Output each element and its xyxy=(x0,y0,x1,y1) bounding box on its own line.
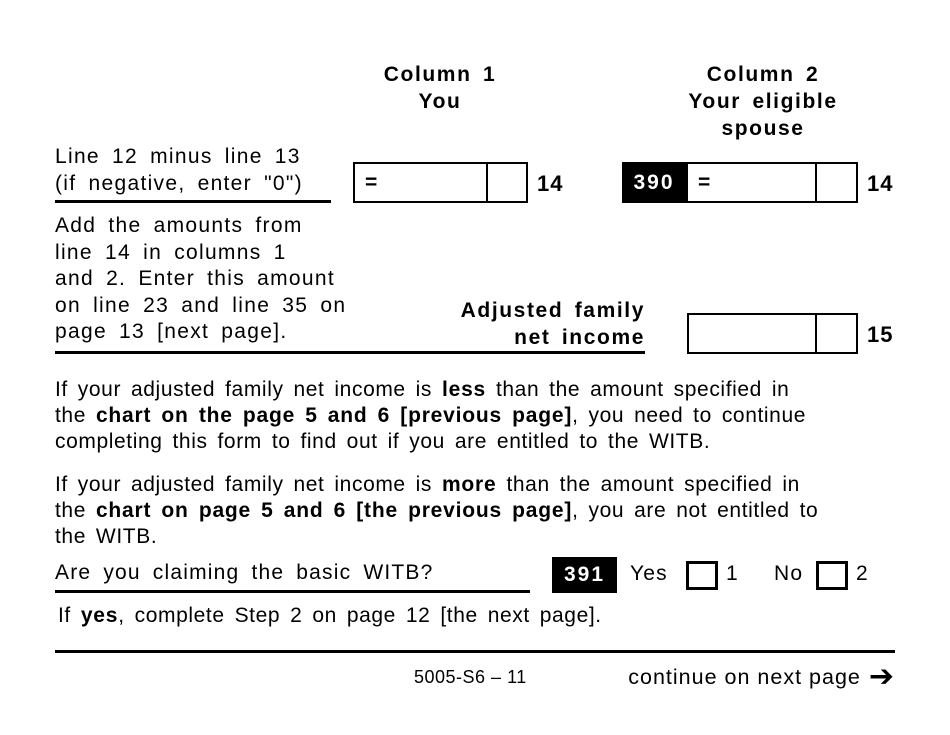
no-number: 2 xyxy=(856,562,869,585)
line15-underline xyxy=(55,351,645,354)
continue-on-next-page: continue on next page ➔ xyxy=(628,662,895,692)
no-label: No xyxy=(774,562,804,585)
line15-label-line1: Add the amounts from xyxy=(55,214,303,237)
line14-field-code: 390 xyxy=(633,170,675,194)
column2-subtitle-line2: spouse xyxy=(721,117,805,140)
paragraph-more-line1: If your adjusted family net income is mo… xyxy=(55,473,800,496)
adjusted-family-label-line2: net income xyxy=(514,326,645,349)
line14-col1-amount-field[interactable]: = xyxy=(353,162,528,203)
no-checkbox[interactable] xyxy=(816,561,848,590)
paragraph-less-line1: If your adjusted family net income is le… xyxy=(55,378,790,401)
paragraph-income-more: If your adjusted family net income is mo… xyxy=(55,472,818,550)
cents-divider xyxy=(815,315,817,352)
column2-subtitle-line1: Your eligible xyxy=(688,90,838,113)
line15-amount-field[interactable] xyxy=(687,313,858,354)
line15-label-line3: and 2. Enter this amount xyxy=(55,267,336,290)
footer-rule xyxy=(55,650,895,653)
line15-line-number: 15 xyxy=(867,322,894,347)
paragraph-more-line2: the chart on page 5 and 6 [the previous … xyxy=(55,499,819,522)
yes-number: 1 xyxy=(726,562,739,585)
cents-divider xyxy=(486,164,488,201)
paragraph-less-line2: the chart on the page 5 and 6 [previous … xyxy=(55,404,807,427)
line15-label-line4: on line 23 and line 35 on xyxy=(55,293,347,317)
line14-label-line1: Line 12 minus line 13 xyxy=(55,145,301,168)
equals-sign: = xyxy=(698,170,711,194)
line15-label-line5: page 13 [next page]. xyxy=(55,320,288,343)
line15-label: Add the amounts from line 14 in columns … xyxy=(55,213,346,346)
if-yes-instruction: If yes, complete Step 2 on page 12 [the … xyxy=(58,604,602,627)
column2-title: Column 2 xyxy=(706,63,820,86)
yes-label: Yes xyxy=(630,562,668,585)
claim-field-code: 391 xyxy=(563,563,606,586)
column1-title: Column 1 xyxy=(383,63,497,86)
line14-label: Line 12 minus line 13 (if negative, ente… xyxy=(55,144,303,197)
claim-question-underline xyxy=(55,590,530,593)
claim-field-code-box: 391 xyxy=(552,557,617,593)
line15-label-line2: line 14 in columns 1 xyxy=(55,240,287,264)
paragraph-less-line3: completing this form to find out if you … xyxy=(55,430,711,453)
equals-sign: = xyxy=(365,170,378,194)
paragraph-income-less: If your adjusted family net income is le… xyxy=(55,377,806,455)
line14-col1-line-number: 14 xyxy=(537,171,564,196)
paragraph-more-line3: the WITB. xyxy=(55,525,158,548)
cents-divider xyxy=(815,164,817,201)
line14-col2-amount-field[interactable]: = xyxy=(686,162,858,203)
continue-label: continue on next page xyxy=(628,664,861,689)
adjusted-family-label-line1: Adjusted family xyxy=(460,299,645,322)
line14-field-code-box: 390 xyxy=(622,162,686,203)
adjusted-family-net-income-label: Adjusted family net income xyxy=(395,297,645,351)
column1-header: Column 1 You xyxy=(340,61,540,115)
column1-subtitle: You xyxy=(418,90,462,113)
arrow-right-icon: ➔ xyxy=(868,660,895,693)
line14-label-underline xyxy=(55,200,331,203)
line14-label-line2: (if negative, enter "0") xyxy=(55,171,303,195)
yes-checkbox[interactable] xyxy=(686,561,718,590)
column2-header: Column 2 Your eligible spouse xyxy=(653,61,873,142)
form-number: 5005-S6 – 11 xyxy=(414,667,527,687)
claim-question-label: Are you claiming the basic WITB? xyxy=(55,561,434,584)
line14-col2-line-number: 14 xyxy=(867,171,894,196)
